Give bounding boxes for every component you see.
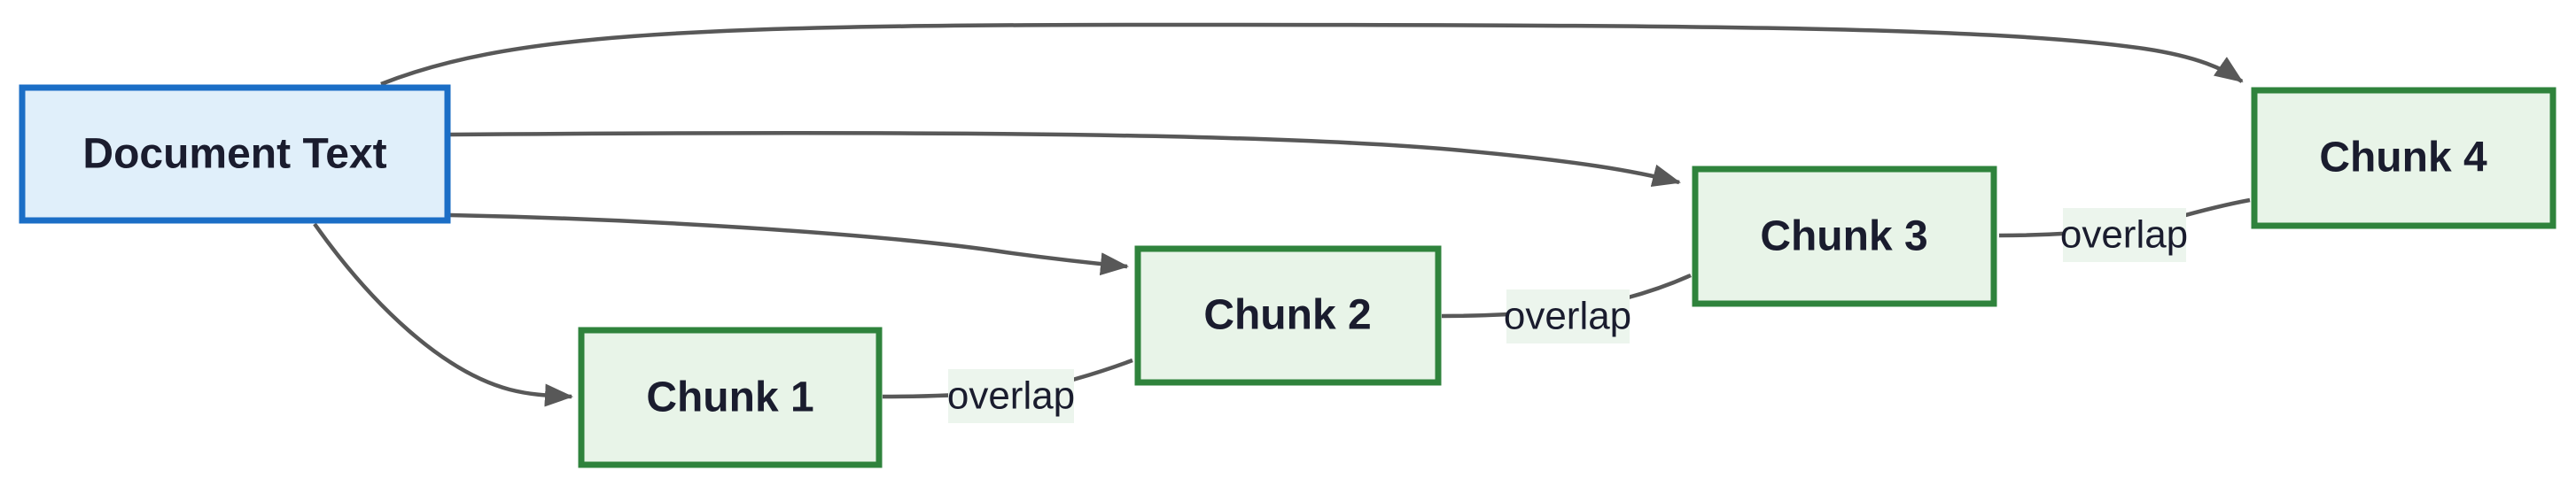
node-chunk-4: Chunk 4 (2251, 87, 2557, 229)
node-chunk-3-box (1692, 166, 1997, 307)
node-chunk-3-label: Chunk 3 (1760, 213, 1927, 260)
edge-doc-chunk1 (313, 222, 573, 407)
node-chunk-3: Chunk 3 (1692, 166, 1997, 307)
node-chunk-4-box (2251, 87, 2557, 229)
edge-label-text: overlap (1504, 295, 1631, 338)
edge-label-text: overlap (2060, 213, 2188, 257)
node-chunk-2: Chunk 2 (1134, 245, 1442, 386)
nodes: Document Text Chunk 1 Chunk 2 Chunk 3 Ch… (19, 84, 2557, 468)
edge-doc-chunk3 (449, 130, 1681, 188)
edge-label-overlap-1: overlap (947, 369, 1075, 423)
edge-labels: overlap overlap overlap (947, 208, 2188, 423)
node-document-text-box (19, 84, 451, 224)
node-chunk-1-box (578, 327, 883, 468)
edge-doc-chunk2 (449, 212, 1129, 276)
node-document-text-label: Document Text (82, 131, 386, 178)
edge-doc-chunk4 (380, 22, 2244, 87)
edge-label-overlap-2: overlap (1504, 289, 1631, 343)
node-chunk-2-box (1134, 245, 1442, 386)
node-document-text: Document Text (19, 84, 451, 224)
node-chunk-4-label: Chunk 4 (2319, 135, 2487, 181)
edge-label-bg (1506, 289, 1630, 343)
node-chunk-2-label: Chunk 2 (1203, 292, 1371, 339)
edge-label-overlap-3: overlap (2060, 208, 2188, 262)
edge-label-bg (948, 369, 1074, 423)
node-chunk-1: Chunk 1 (578, 327, 883, 468)
edge-label-text: overlap (947, 374, 1075, 418)
edge-label-bg (2063, 208, 2186, 262)
node-chunk-1-label: Chunk 1 (646, 374, 813, 421)
